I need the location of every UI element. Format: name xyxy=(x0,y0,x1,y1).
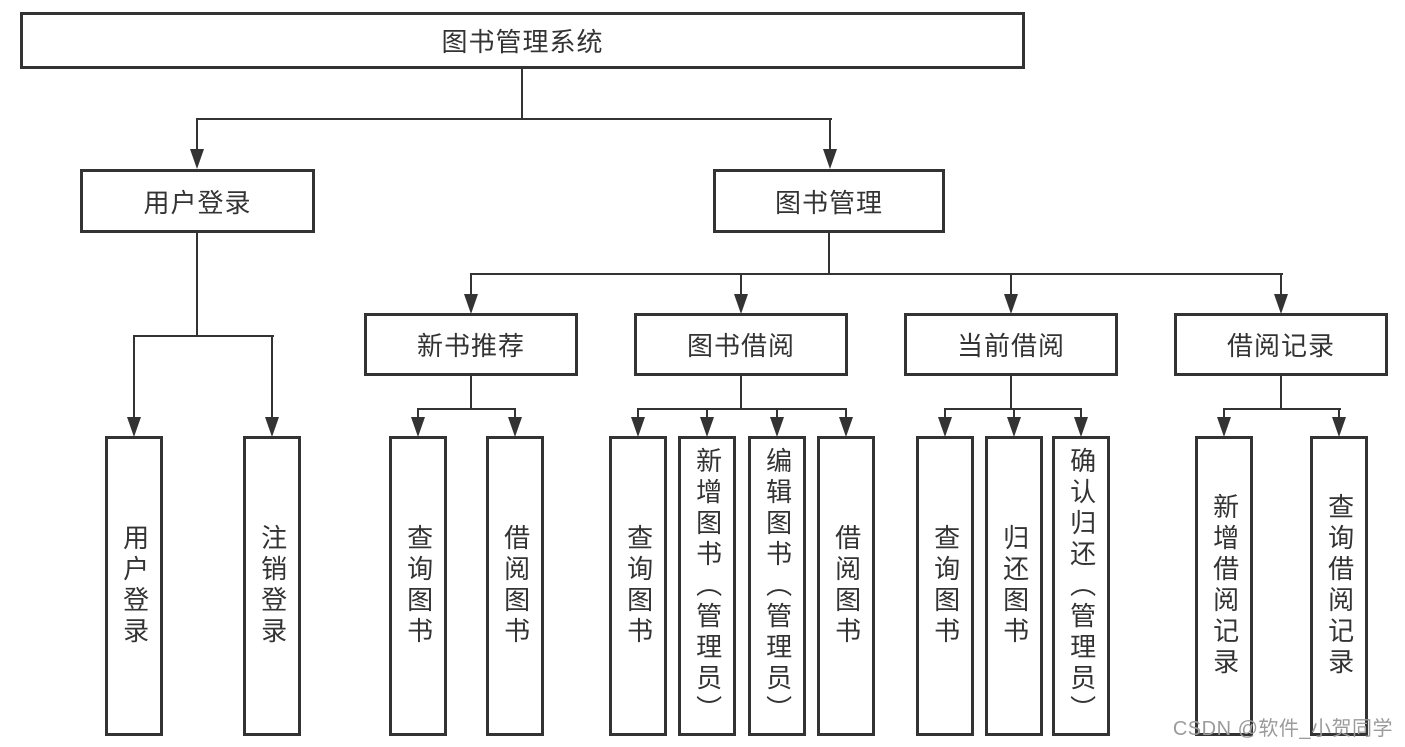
arrowhead-down-icon xyxy=(823,149,837,169)
leaf-borrow-book-recommend: 借阅图书 xyxy=(486,436,544,736)
node-label: 用户登录 xyxy=(143,187,252,218)
leaf-query-book-borrow: 查询图书 xyxy=(609,436,667,736)
node-label: 注销登录 xyxy=(257,524,288,648)
leaf-borrow-book: 借阅图书 xyxy=(817,436,875,736)
node-label: 借阅图书 xyxy=(831,524,862,648)
node-label: 确认归还（管理员） xyxy=(1066,446,1097,726)
arrowhead-down-icon xyxy=(190,149,204,169)
leaf-query-borrow-record: 查询借阅记录 xyxy=(1310,436,1368,736)
connector-line xyxy=(271,335,273,419)
arrowhead-down-icon xyxy=(770,417,784,437)
node-label: 当前借阅 xyxy=(956,331,1065,361)
leaf-return-book: 归还图书 xyxy=(985,436,1043,736)
connector-line xyxy=(740,376,742,410)
connector-line xyxy=(417,408,516,410)
connector-line xyxy=(845,408,847,419)
node-label: 归还图书 xyxy=(999,524,1030,648)
arrowhead-down-icon xyxy=(411,417,425,437)
leaf-user-login: 用户登录 xyxy=(105,436,163,736)
connector-line xyxy=(706,408,708,419)
connector-line xyxy=(944,408,946,419)
connector-line xyxy=(828,233,830,275)
connector-line xyxy=(776,408,778,419)
leaf-add-book-admin: 新增图书（管理员） xyxy=(678,436,736,736)
leaf-logout: 注销登录 xyxy=(243,436,301,736)
leaf-edit-book-admin: 编辑图书（管理员） xyxy=(748,436,806,736)
node-book-management: 图书管理 xyxy=(713,169,945,233)
arrowhead-down-icon xyxy=(938,417,952,437)
connector-line xyxy=(514,408,516,419)
connector-line xyxy=(196,118,198,151)
node-label: 图书管理系统 xyxy=(441,27,604,57)
connector-line xyxy=(1010,376,1012,410)
arrowhead-down-icon xyxy=(1004,294,1018,314)
node-label: 图书管理 xyxy=(774,187,883,218)
csdn-watermark: CSDN @软件_小贺同学 xyxy=(1172,718,1393,740)
node-root-library-system: 图书管理系统 xyxy=(20,12,1025,69)
leaf-confirm-return-admin: 确认归还（管理员） xyxy=(1052,436,1110,736)
connector-line xyxy=(1223,408,1225,419)
arrowhead-down-icon xyxy=(1274,294,1288,314)
leaf-query-book-recommend: 查询图书 xyxy=(389,436,447,736)
node-label: 借阅图书 xyxy=(500,524,531,648)
node-book-borrow: 图书借阅 xyxy=(634,313,848,376)
arrowhead-down-icon xyxy=(127,417,141,437)
connector-line xyxy=(1280,376,1282,410)
connector-line xyxy=(470,376,472,410)
connector-line xyxy=(470,273,1283,275)
node-user-login: 用户登录 xyxy=(80,169,315,233)
connector-line xyxy=(1013,408,1015,419)
connector-line xyxy=(637,408,847,410)
connector-line xyxy=(417,408,419,419)
arrowhead-down-icon xyxy=(734,294,748,314)
node-current-borrow: 当前借阅 xyxy=(904,313,1118,376)
node-label: 编辑图书（管理员） xyxy=(762,446,793,726)
connector-line xyxy=(133,335,135,419)
arrowhead-down-icon xyxy=(631,417,645,437)
node-label: 查询借阅记录 xyxy=(1324,493,1355,679)
arrowhead-down-icon xyxy=(1007,417,1021,437)
node-label: 查询图书 xyxy=(930,524,961,648)
node-new-book-recommend: 新书推荐 xyxy=(364,313,578,376)
node-label: 借阅记录 xyxy=(1226,331,1335,361)
node-label: 查询图书 xyxy=(403,524,434,648)
node-label: 图书借阅 xyxy=(686,331,795,361)
connector-line xyxy=(829,118,831,151)
connector-line xyxy=(1080,408,1082,419)
connector-line xyxy=(1010,273,1012,296)
arrowhead-down-icon xyxy=(464,294,478,314)
connector-line xyxy=(1223,408,1341,410)
connector-line xyxy=(196,118,832,120)
node-label: 新书推荐 xyxy=(416,331,525,361)
connector-line xyxy=(521,68,523,119)
leaf-add-borrow-record: 新增借阅记录 xyxy=(1195,436,1253,736)
arrowhead-down-icon xyxy=(1217,417,1231,437)
connector-line xyxy=(196,233,198,337)
arrowhead-down-icon xyxy=(700,417,714,437)
arrowhead-down-icon xyxy=(1332,417,1346,437)
connector-line xyxy=(740,273,742,296)
node-borrow-records: 借阅记录 xyxy=(1174,313,1388,376)
arrowhead-down-icon xyxy=(839,417,853,437)
arrowhead-down-icon xyxy=(265,417,279,437)
connector-line xyxy=(1280,273,1282,296)
arrowhead-down-icon xyxy=(1074,417,1088,437)
node-label: 新增图书（管理员） xyxy=(692,446,723,726)
connector-line xyxy=(637,408,639,419)
leaf-query-book-current: 查询图书 xyxy=(916,436,974,736)
node-label: 新增借阅记录 xyxy=(1209,493,1240,679)
connector-line xyxy=(470,273,472,296)
connector-line xyxy=(1338,408,1340,419)
arrowhead-down-icon xyxy=(508,417,522,437)
connector-line xyxy=(133,335,274,337)
node-label: 用户登录 xyxy=(119,524,150,648)
node-label: 查询图书 xyxy=(623,524,654,648)
